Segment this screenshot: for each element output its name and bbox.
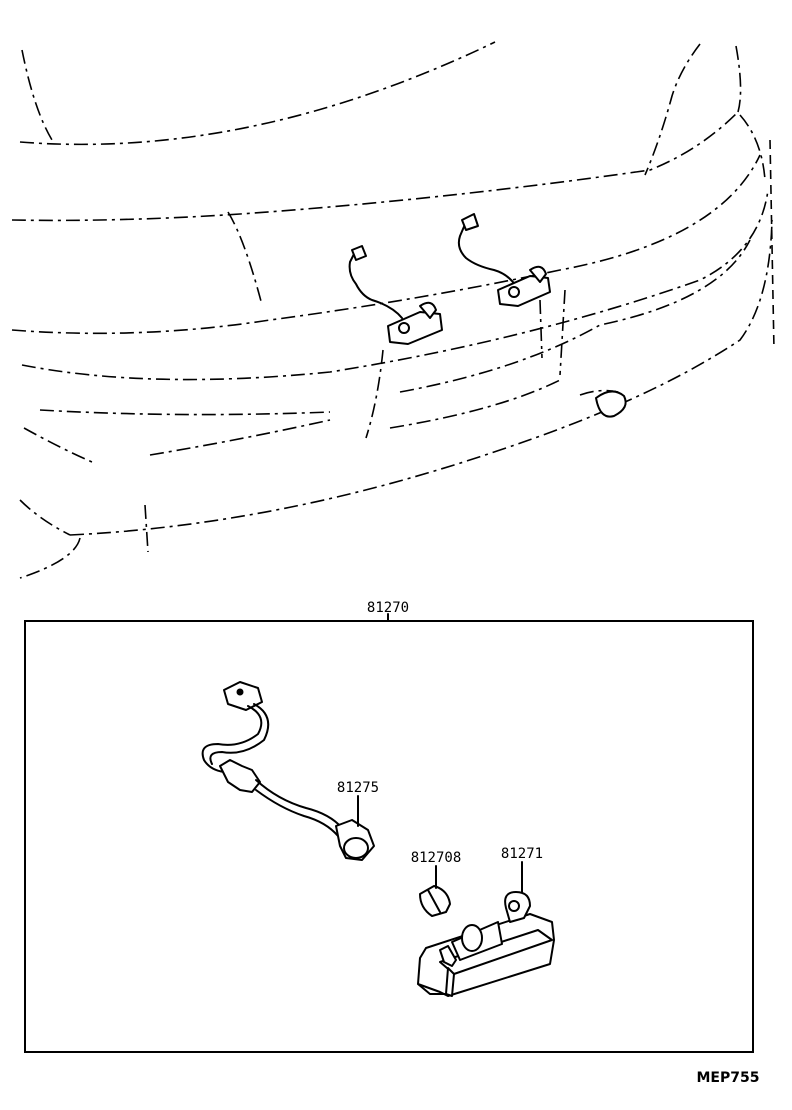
socket-wire-label: 81275 (337, 780, 379, 796)
bulb-callout: 812708 (411, 850, 462, 889)
vehicle-rear-outline (11, 41, 775, 579)
lens-housing-label: 81271 (501, 846, 543, 862)
assembly-label: 81270 (367, 600, 409, 616)
lamp-on-vehicle-left (348, 245, 443, 345)
lens-housing-callout: 81271 (501, 846, 543, 893)
bulb-part (419, 885, 451, 917)
assembly-box (24, 620, 754, 1053)
lamp-on-vehicle-right (457, 213, 551, 307)
lens-housing-part (417, 891, 555, 997)
socket-wire-callout: 81275 (337, 780, 379, 827)
drawing-code: MEP755 (697, 1070, 760, 1086)
bulb-label: 812708 (411, 850, 462, 866)
assembly-callout: 81270 (367, 600, 409, 622)
socket-wire-part (201, 681, 375, 861)
